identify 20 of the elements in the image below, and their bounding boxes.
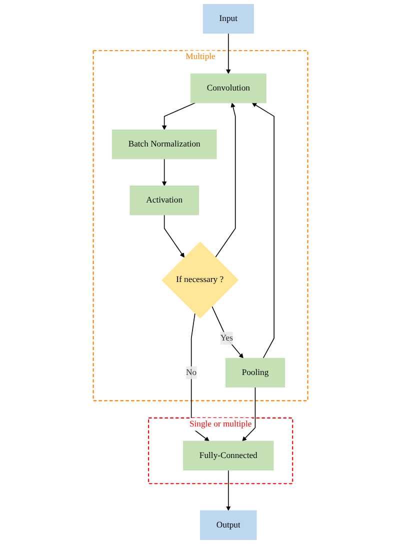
node-box: Convolution xyxy=(190,74,267,104)
arrow xyxy=(216,102,236,258)
node-box: Activation xyxy=(130,186,200,216)
node-box: Output xyxy=(200,510,258,540)
arrow xyxy=(162,158,168,186)
node-box: Input xyxy=(203,4,254,34)
arrow xyxy=(226,470,232,511)
arrow xyxy=(212,306,244,358)
arrow xyxy=(162,102,196,130)
node-diamond: If necessary ? xyxy=(162,241,240,319)
arrow xyxy=(164,214,185,258)
arrow xyxy=(226,33,232,74)
arrow xyxy=(252,102,275,359)
node-box: Batch Normalization xyxy=(112,130,218,160)
node-box: Fully-Connected xyxy=(183,440,274,470)
arrow xyxy=(191,313,210,442)
node-box: Pooling xyxy=(226,358,286,388)
edge-label: Yes xyxy=(220,333,234,343)
arrow xyxy=(242,386,256,442)
edge-label: No xyxy=(186,368,198,378)
